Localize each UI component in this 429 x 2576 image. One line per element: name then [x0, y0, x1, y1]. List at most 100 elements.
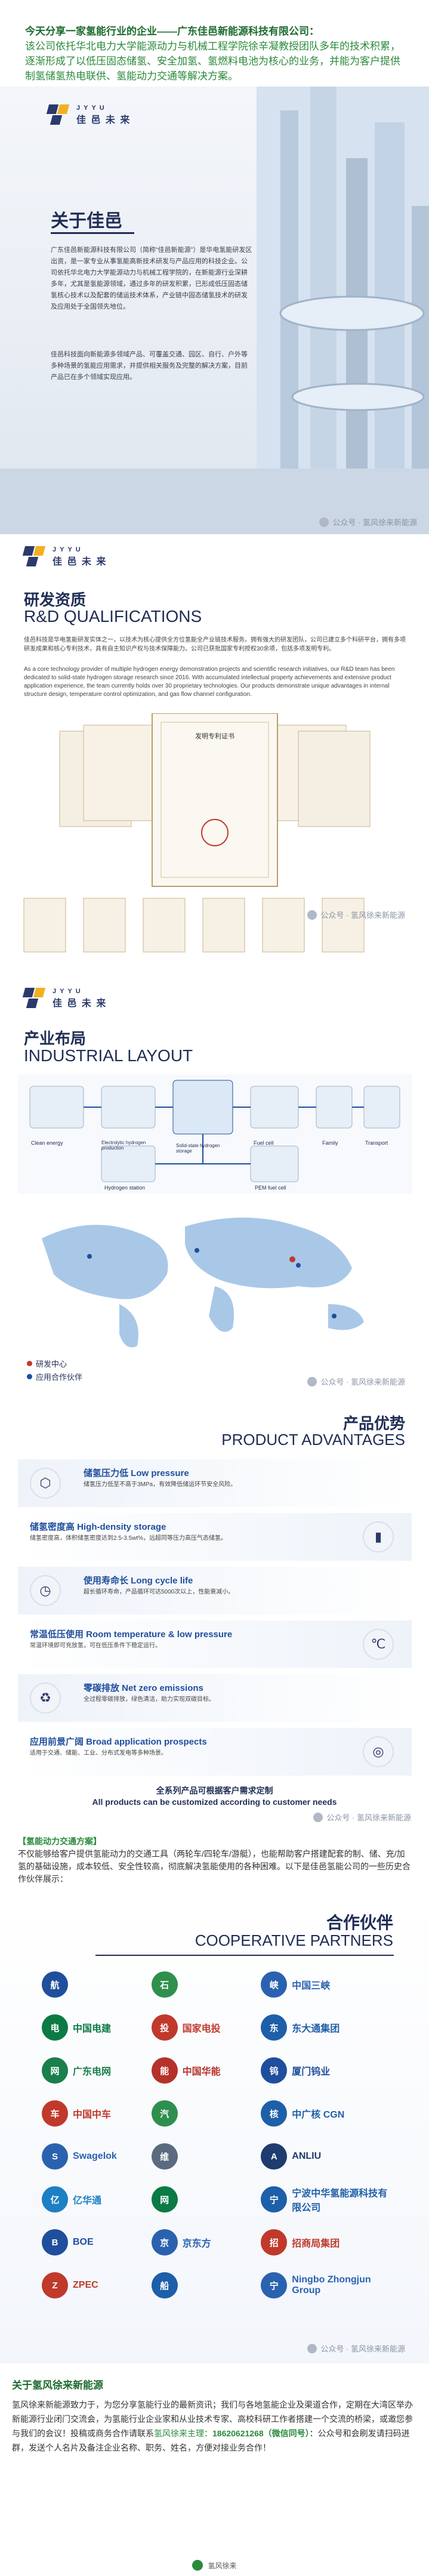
watermark: 公众号 · 氢风徐来新能源: [313, 1811, 411, 1823]
partner-logo-icon: S: [42, 2143, 68, 2170]
thermometer-icon: ℃: [363, 1629, 394, 1660]
legend-app-partner-label: 应用合作伙伴: [36, 1373, 83, 1382]
advantage-title: 储氢密度高 High-density storage: [30, 1522, 166, 1532]
advantage-row-6: 应用前景广阔 Broad application prospects 适用于交通…: [18, 1728, 412, 1776]
traffic-section: 【氢能动力交通方案】 不仅能够给客户提供氢能动力的交通工具（两轮车/四轮车/游艇…: [18, 1835, 412, 1885]
partner-name: 京东方: [182, 2239, 211, 2249]
about-section: JYYU 佳 邑 未 来 关于佳邑 广东佳邑新能源科技有限公司（简称“佳邑新能源…: [0, 87, 429, 534]
node-clean-energy: Clean energy: [31, 1140, 63, 1146]
watermark: 公众号 · 氢风徐来新能源: [307, 2343, 405, 2354]
partner-logo-icon: 车: [42, 2100, 68, 2127]
advantage-row-2: 储氢密度高 High-density storage 储氢密度高，体积储氢密度达…: [18, 1513, 412, 1561]
brand-logo: JYYU 佳 邑 未 来: [46, 104, 131, 126]
watermark-text: 公众号 · 氢风徐来新能源: [320, 1378, 405, 1386]
wechat-icon: [307, 2343, 317, 2353]
world-map: [42, 1218, 364, 1348]
advantage-title: 应用前景广阔 Broad application prospects: [30, 1737, 207, 1747]
partner-logo-icon: 投: [151, 2014, 178, 2041]
node-storage: Solid-state hydrogen storage: [176, 1143, 220, 1154]
adv-title-en: PRODUCT ADVANTAGES: [221, 1431, 405, 1449]
partner-logo: 船: [151, 2270, 249, 2300]
partner-logo: 钨厦门钨业: [261, 2056, 388, 2085]
brand-pinyin: JYYU: [53, 546, 84, 553]
city-skyline-image: [0, 87, 429, 534]
about-title: 关于佳邑: [51, 211, 122, 231]
partners-title-underline: [95, 1955, 394, 1956]
partner-logo: 核中广核 CGN: [261, 2099, 388, 2128]
partner-logo: 网广东电网: [42, 2056, 140, 2085]
partner-name: Swagelok: [73, 2151, 117, 2161]
partner-logo-icon: 亿: [42, 2186, 68, 2213]
recycle-icon: ♻: [30, 1683, 61, 1714]
partner-logo-icon: 网: [151, 2186, 178, 2213]
partner-logo: Z ZPEC: [42, 2270, 140, 2300]
brand-logo-icon: [46, 104, 72, 126]
brand-name: 佳 邑 未 来: [53, 999, 107, 1009]
partner-logo-icon: Z: [42, 2272, 68, 2298]
traffic-heading: 【氢能动力交通方案】: [18, 1837, 101, 1846]
contact-phone[interactable]: 18620621268（微信同号）: [212, 2429, 310, 2438]
rd-paragraph-cn: 佳邑科技是华电氢能研发实体之一，以技术为核心提供全方位氢能全产业链技术服务。拥有…: [24, 637, 406, 652]
contact-name: 氢风徐来主理：: [154, 2429, 212, 2438]
footer: 氢风徐来: [0, 2555, 429, 2576]
advantage-desc: 全过程零碳排放，绿色清洁，助力实现双碳目标。: [84, 1696, 215, 1703]
partner-logo: S Swagelok: [42, 2141, 140, 2171]
footer-name[interactable]: 氢风徐来: [208, 2561, 237, 2570]
advantage-row-4: 常温低压使用 Room temperature & low pressure 常…: [18, 1620, 412, 1668]
partner-logo-icon: 能: [151, 2057, 178, 2084]
about-us-section: 关于氢风徐来新能源 氢风徐来新能源致力于，为您分享氢能行业的最新资讯；我们与各地…: [12, 2378, 418, 2455]
watermark: 公众号 · 氢风徐来新能源: [307, 1376, 405, 1387]
intro-body: 该公司依托华北电力大学能源动力与机械工程学院徐辛凝教授团队多年的技术积累，逐渐形…: [25, 41, 400, 82]
advantages-section: 产品优势 PRODUCT ADVANTAGES ⬡ 储氢压力低 Low pres…: [0, 1400, 429, 1829]
partner-name: 广东电网: [73, 2067, 112, 2077]
legend-rd-center: 研发中心: [27, 1358, 67, 1369]
wechat-icon: [307, 910, 317, 920]
layout-section: JYYU 佳 邑 未 来 产业布局 INDUSTRIAL LAYOUT Clea…: [0, 982, 429, 1400]
partner-name: 亿华通: [73, 2196, 102, 2206]
watermark-text: 公众号 · 氢风徐来新能源: [320, 911, 405, 920]
partner-logo: 车中国中车: [42, 2099, 140, 2128]
partner-logo: 维: [151, 2141, 249, 2171]
partner-logo-icon: 东: [261, 2014, 288, 2041]
about-us-text: 氢风徐来新能源致力于，为您分享氢能行业的最新资讯；我们与各地氢能企业及渠道合作，…: [12, 2400, 413, 2438]
node-family: Family: [322, 1140, 338, 1146]
partner-logo: 招招商局集团: [261, 2227, 388, 2257]
adv-footer-en: All products can be customized according…: [92, 1797, 337, 1807]
traffic-body: 不仅能够给客户提供氢能动力的交通工具（两轮车/四轮车/游艇），也能帮助客户搭建配…: [18, 1849, 411, 1884]
partner-logo: 投国家电投: [151, 2013, 249, 2042]
partner-name: 中国华能: [182, 2067, 221, 2077]
adv-footer-cn: 全系列产品可根据客户需求定制: [156, 1786, 273, 1795]
partner-logo-icon: 汽: [151, 2100, 178, 2127]
partner-name: Ningbo Zhongjun Group: [292, 2275, 371, 2295]
partner-logo-icon: 电: [42, 2014, 68, 2041]
node-fuel-cell: Fuel cell: [254, 1140, 274, 1146]
watermark-text: 公众号 · 氢风徐来新能源: [332, 518, 417, 527]
partners-title-en: COOPERATIVE PARTNERS: [195, 1931, 393, 1949]
partners-title-cn: 合作伙伴: [326, 1913, 393, 1932]
clock-icon: ◷: [30, 1575, 61, 1606]
partner-name: 中国三峡: [292, 1981, 331, 1991]
about-us-heading: 关于氢风徐来新能源: [12, 2380, 103, 2391]
industry-chain-diagram: [18, 1074, 412, 1194]
certificate-title: 发明专利证书: [195, 733, 234, 740]
partner-logo-icon: 峡: [261, 1971, 288, 1998]
partner-logo: 电中国电建: [42, 2013, 140, 2042]
footer-avatar[interactable]: [192, 2560, 203, 2571]
partner-name: 中国电建: [73, 2024, 112, 2034]
node-transport: Transport: [365, 1140, 388, 1146]
partner-name: ZPEC: [73, 2280, 98, 2290]
brand-name: 佳 邑 未 来: [76, 115, 131, 125]
rd-section: JYYU 佳 邑 未 来 研发资质 R&D QUALIFICATIONS 佳邑科…: [0, 534, 429, 982]
about-title-underline: [51, 232, 134, 234]
certificates-image: [23, 713, 371, 953]
about-paragraph-2: 佳邑科技面向新能源多领域产品、可覆盖交通、园区、自行、户外等多种场景的氢能应用需…: [51, 351, 248, 381]
partner-name: ANLIU: [292, 2151, 322, 2161]
partner-logo-icon: 钨: [261, 2057, 288, 2084]
node-electrolysis: Electrolytic hydrogen production: [101, 1140, 146, 1151]
advantage-desc: 储氢压力低至不高于3MPa，有效降低储运环节安全风险。: [84, 1481, 237, 1488]
partner-logo: 京京东方: [151, 2227, 249, 2257]
